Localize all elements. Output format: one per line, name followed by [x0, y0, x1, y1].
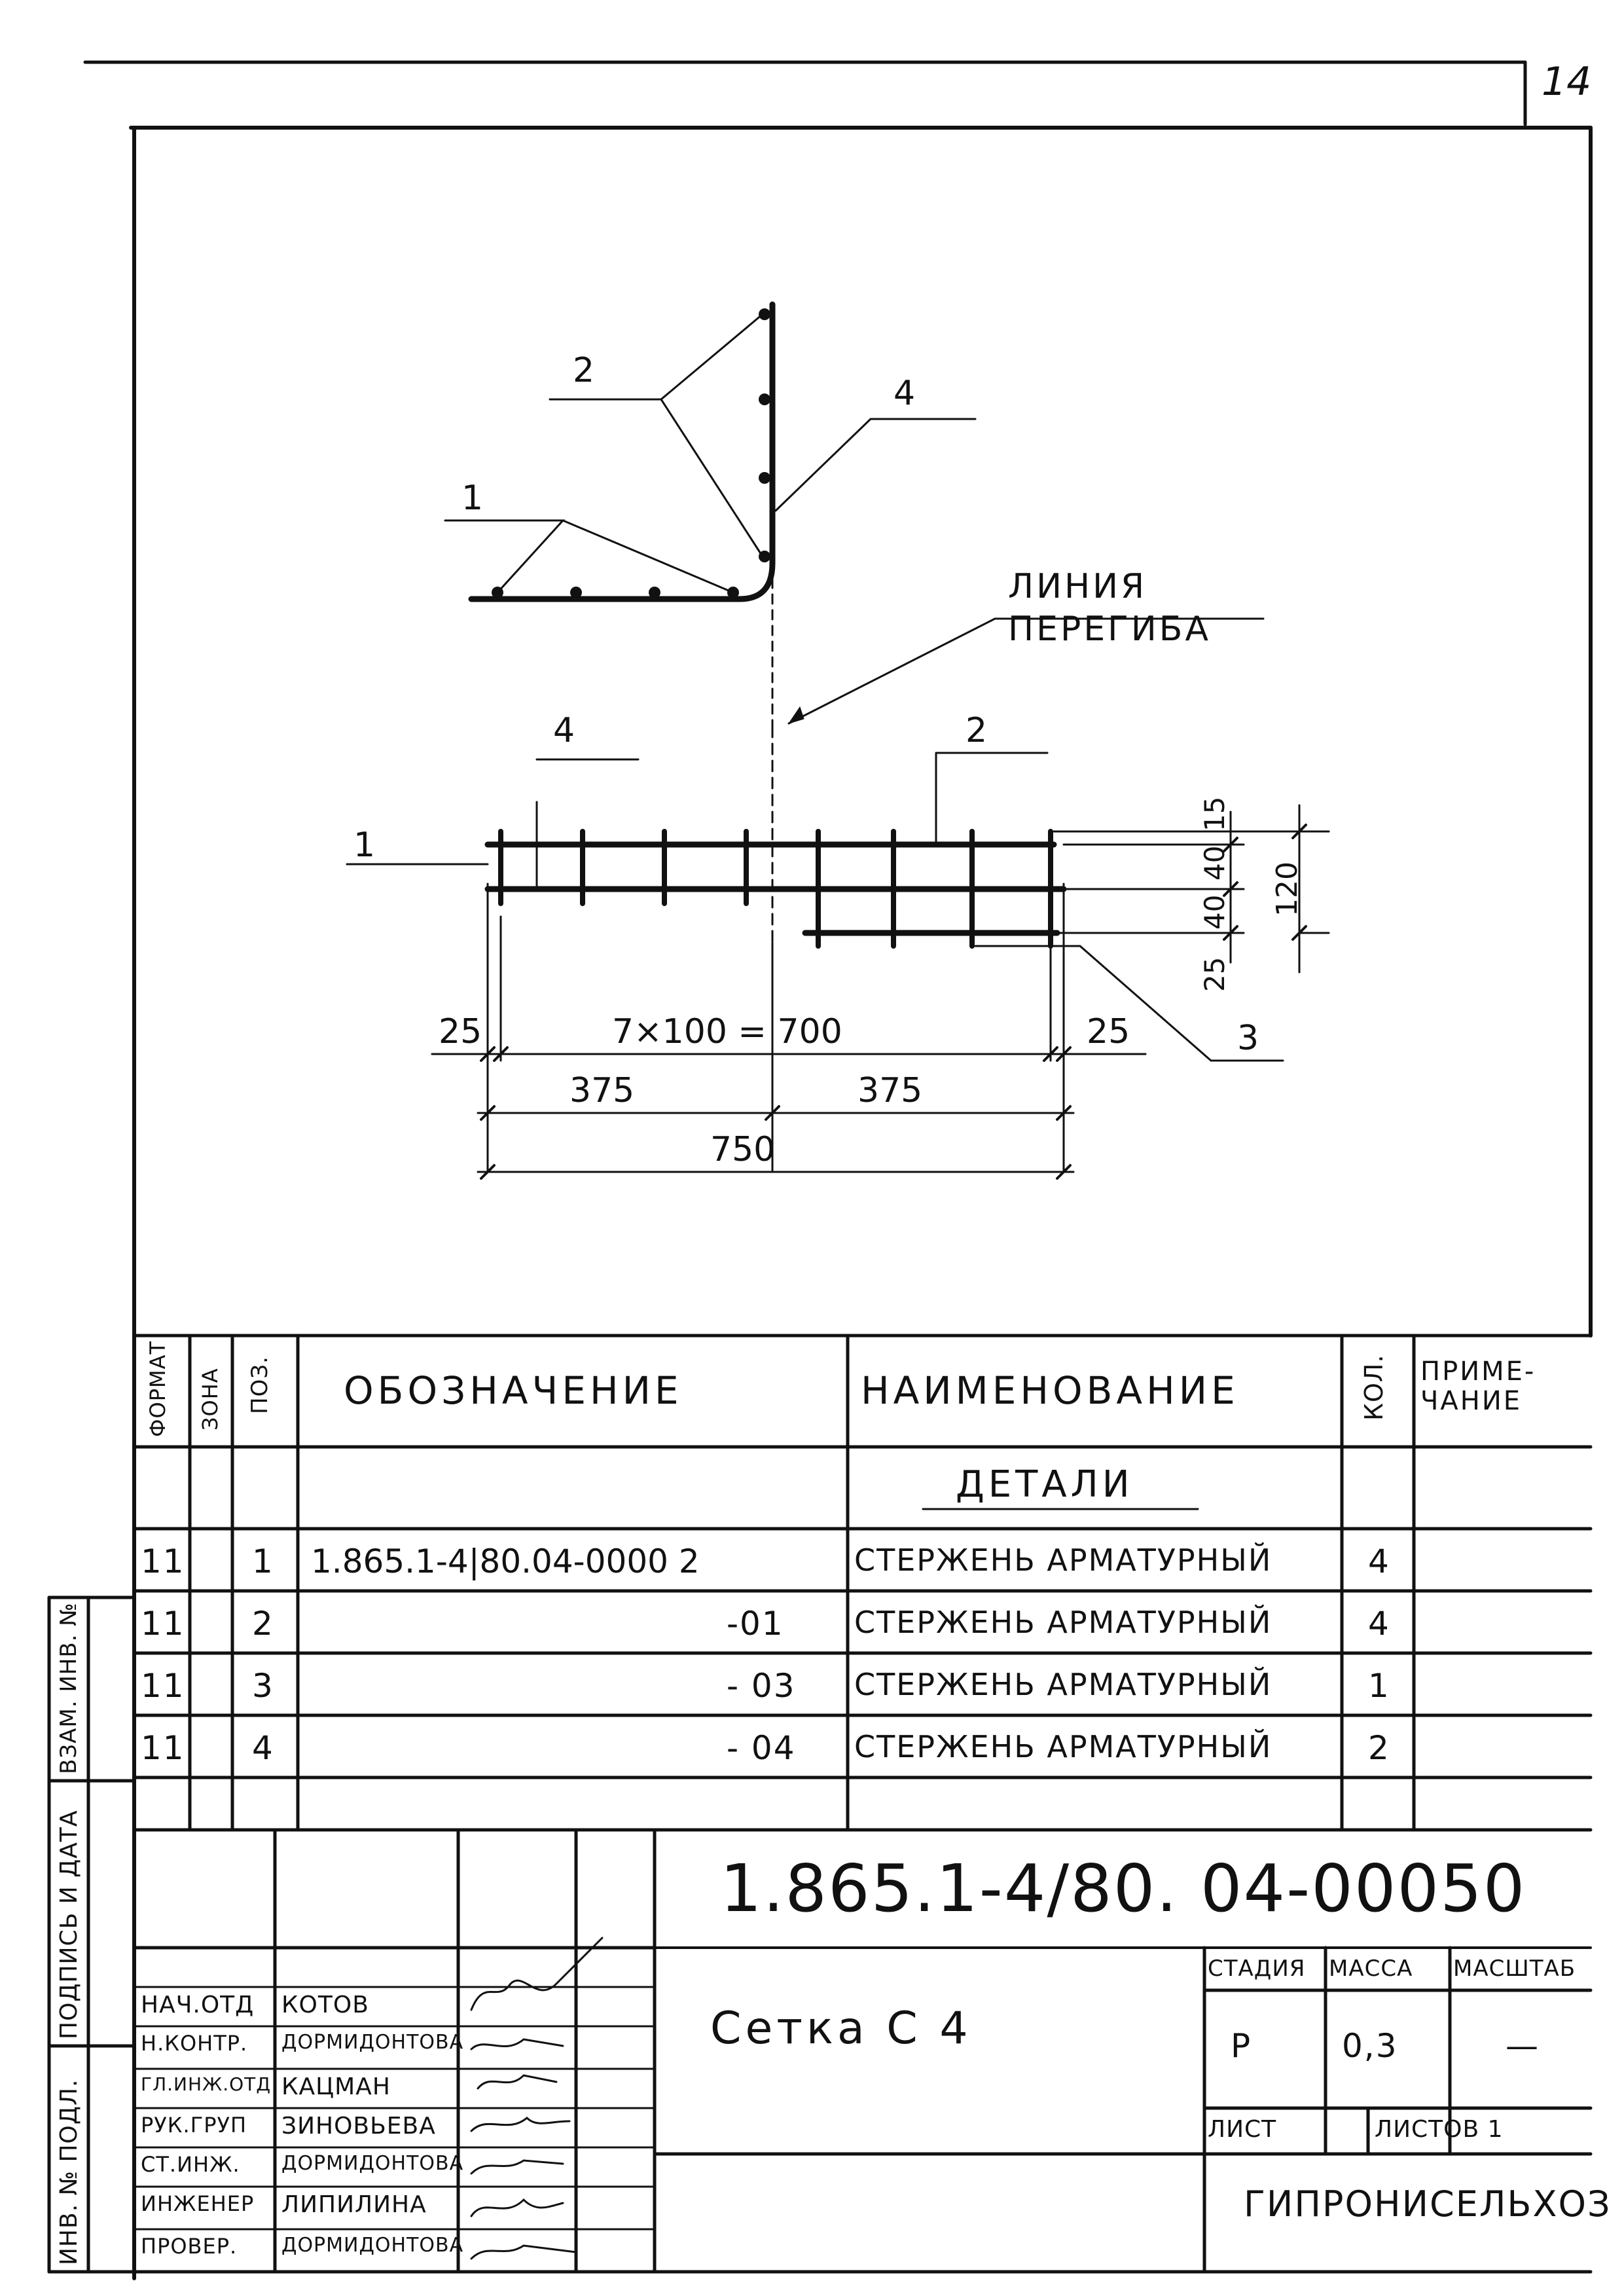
doc-number: 1.865.1-4/80. 04-00050	[720, 1850, 1526, 1927]
row-name: СТЕРЖЕНЬ АРМАТУРНЫЙ	[854, 1605, 1272, 1640]
side-stamp-lines	[47, 1595, 136, 2274]
dim-v25: 25	[1199, 957, 1231, 992]
row-pos: 2	[252, 1605, 274, 1643]
row-name: СТЕРЖЕНЬ АРМАТУРНЫЙ	[854, 1729, 1272, 1764]
leader-pos-2-plan: 2	[965, 711, 988, 750]
row-pos: 1	[252, 1542, 274, 1580]
row-format: 11	[141, 1667, 185, 1705]
col-header-pos: ПОЗ.	[247, 1356, 273, 1414]
dim-v120: 120	[1271, 862, 1304, 917]
person-name: ЛИПИЛИНА	[281, 2191, 427, 2218]
row-name: СТЕРЖЕНЬ АРМАТУРНЫЙ	[854, 1542, 1272, 1578]
bent-mesh-view	[468, 301, 776, 602]
side-inv-original: ИНВ. № ПОДЛ.	[56, 2079, 82, 2265]
spec-table-lines	[132, 1334, 1593, 1832]
sheet-label: ЛИСТ	[1208, 2116, 1277, 2143]
col-header-name: НАИМЕНОВАНИЕ	[861, 1368, 1239, 1413]
col-header-zone: ЗОНА	[198, 1368, 223, 1430]
role-label: ГЛ.ИНЖ.ОТД	[141, 2073, 272, 2095]
col-header-note-2: ЧАНИЕ	[1420, 1386, 1523, 1416]
dim-half-left: 375	[569, 1071, 635, 1110]
role-label: Н.КОНТР.	[141, 2031, 248, 2056]
row-format: 11	[141, 1729, 185, 1767]
col-header-note-1: ПРИМЕ-	[1420, 1357, 1536, 1387]
side-replaced-inv: ВЗАМ. ИНВ. №	[56, 1602, 82, 1774]
mass-label: МАССА	[1329, 1956, 1413, 1982]
side-sign-date: ПОДПИСЬ И ДАТА	[56, 1810, 82, 2039]
row-format: 11	[141, 1605, 185, 1643]
stage-label: СТАДИЯ	[1208, 1956, 1306, 1982]
row-qty: 2	[1368, 1729, 1390, 1767]
person-name: ДОРМИДОНТОВА	[281, 2031, 464, 2054]
row-pos: 3	[252, 1667, 274, 1705]
organization: ГИПРОНИСЕЛЬХОЗ	[1244, 2183, 1612, 2225]
leader-pos-1-bent: 1	[461, 479, 484, 518]
leader-pos-3-plan: 3	[1237, 1019, 1259, 1058]
bend-line-label-1: ЛИНИЯ	[1008, 567, 1147, 606]
mesh-cross-bars	[498, 829, 1053, 949]
row-qty: 4	[1368, 1542, 1390, 1580]
sheets-label: ЛИСТОВ 1	[1375, 2116, 1504, 2143]
dim-half-right: 375	[857, 1071, 923, 1110]
person-name: ДОРМИДОНТОВА	[281, 2234, 464, 2257]
row-designation: - 03	[727, 1667, 796, 1705]
dim-v15: 15	[1199, 796, 1231, 831]
person-name: КОТОВ	[281, 1992, 369, 2018]
row-designation: 1.865.1-4|80.04-0000 2	[311, 1542, 700, 1580]
dim-v40a: 40	[1199, 845, 1231, 881]
scale-label: МАСШТАБ	[1453, 1956, 1576, 1982]
person-name: ЗИНОВЬЕВА	[281, 2113, 436, 2140]
role-label: РУК.ГРУП	[141, 2113, 247, 2138]
leader-pos-2-bent: 2	[573, 351, 595, 390]
role-label: СТ.ИНЖ.	[141, 2152, 240, 2177]
scale-value: —	[1506, 2027, 1540, 2065]
row-designation: - 04	[727, 1729, 796, 1767]
leader-pos-4-bent: 4	[893, 374, 916, 413]
row-pos: 4	[252, 1729, 274, 1767]
signatures	[470, 1937, 604, 2260]
col-header-qty: КОЛ.	[1360, 1354, 1388, 1421]
col-header-designation: ОБОЗНАЧЕНИЕ	[344, 1368, 683, 1413]
dim-right-edge: 25	[1087, 1012, 1130, 1051]
mass-value: 0,3	[1342, 2027, 1398, 2065]
person-name: ДОРМИДОНТОВА	[281, 2152, 464, 2175]
title-block-lines	[132, 1828, 1593, 2274]
role-label: ПРОВЕР.	[141, 2234, 238, 2259]
col-header-format: ФОРМАТ	[145, 1340, 170, 1437]
dim-spacing: 7×100 = 700	[612, 1012, 842, 1051]
leader-pos-1-plan: 1	[353, 826, 376, 865]
leader-pos-4-plan: 4	[553, 711, 575, 750]
doc-title: Сетка С 4	[710, 2003, 972, 2054]
role-label: НАЧ.ОТД	[141, 1992, 255, 2018]
row-name: СТЕРЖЕНЬ АРМАТУРНЫЙ	[854, 1667, 1272, 1702]
row-qty: 1	[1368, 1667, 1390, 1705]
sheet-number: 14	[1542, 59, 1592, 105]
dim-total: 750	[710, 1130, 776, 1169]
person-name: КАЦМАН	[281, 2073, 391, 2100]
bend-line-label-2: ПЕРЕГИБА	[1008, 610, 1212, 649]
dim-v40b: 40	[1199, 894, 1231, 930]
row-designation: -01	[727, 1605, 784, 1643]
spec-section-title: ДЕТАЛИ	[956, 1463, 1134, 1506]
row-format: 11	[141, 1542, 185, 1580]
dim-left-edge: 25	[439, 1012, 482, 1051]
stage-value: Р	[1231, 2027, 1252, 2065]
role-label: ИНЖЕНЕР	[141, 2191, 255, 2216]
row-qty: 4	[1368, 1605, 1390, 1643]
